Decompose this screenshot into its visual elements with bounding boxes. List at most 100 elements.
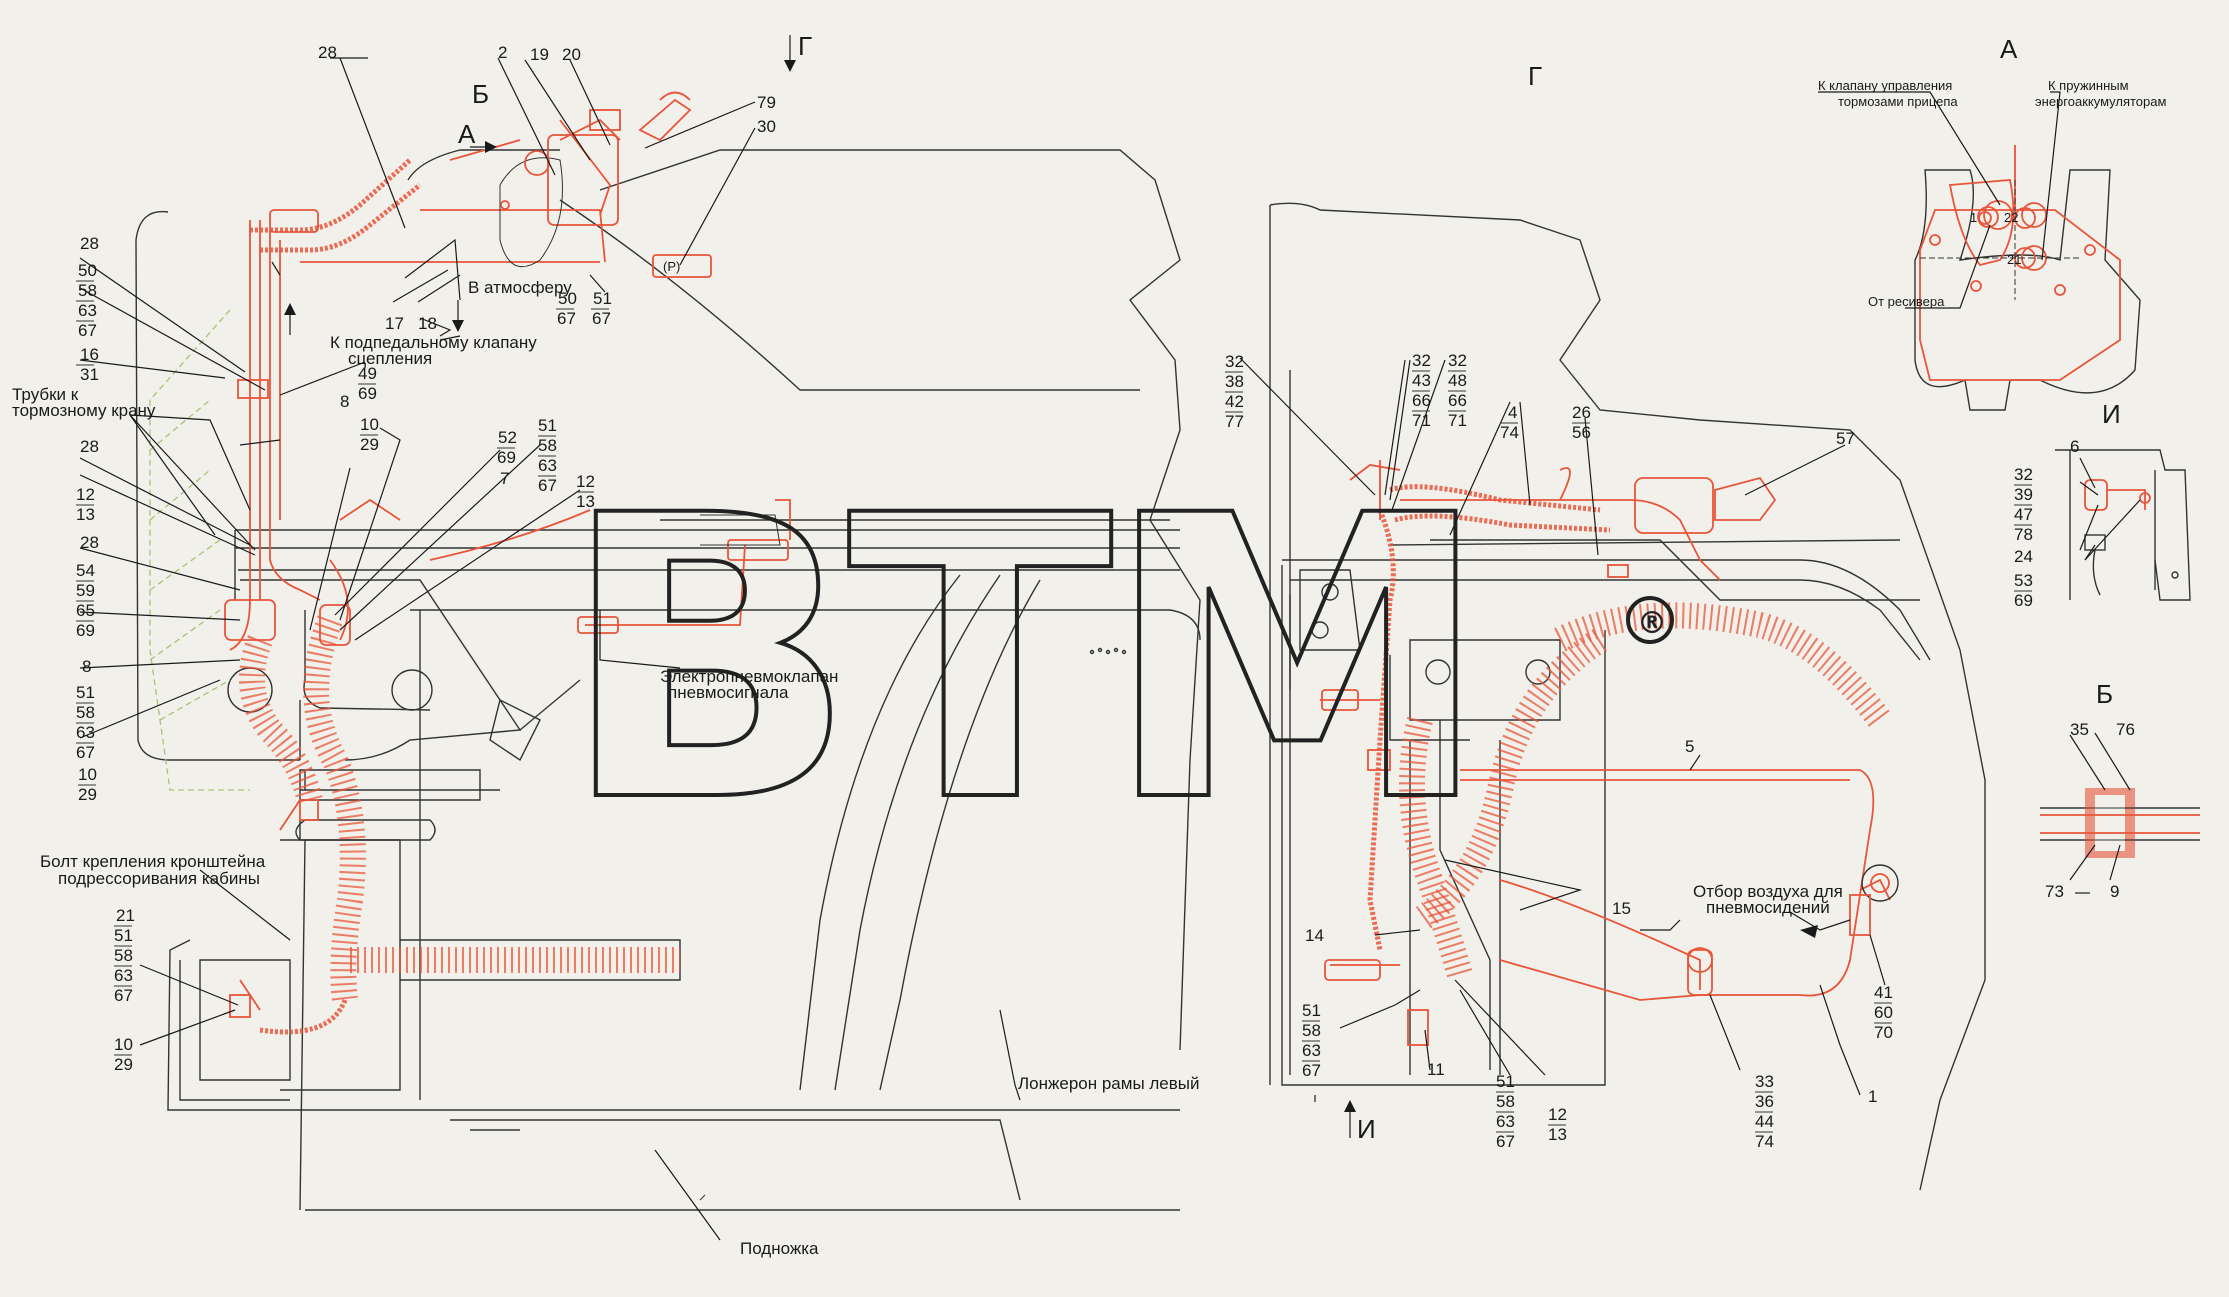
ref-number: 63 [1496, 1112, 1515, 1131]
ref-number: 63 [114, 966, 133, 985]
label-air-take-1: Отбор воздуха для [1693, 882, 1843, 901]
ref-number: 51 [76, 683, 95, 702]
leader-lines-small-views [1818, 91, 2141, 894]
ref-number: 58 [538, 436, 557, 455]
label-to-clutch-valve-2: сцепления [348, 349, 432, 368]
ref-number: 73 [2045, 882, 2064, 901]
ref-number: 63 [76, 723, 95, 742]
parking-symbol: (P) [663, 259, 680, 274]
ref-number: 58 [78, 281, 97, 300]
number-group-underlines [76, 280, 2032, 1133]
ref-number: 35 [2070, 720, 2089, 739]
ref-number: 13 [576, 492, 595, 511]
ref-number: 2 [498, 43, 507, 62]
left-components: (P) [224, 91, 791, 1018]
ref-number: 8 [82, 657, 91, 676]
ref-number: 60 [1874, 1003, 1893, 1022]
ref-number: 33 [1755, 1072, 1774, 1091]
ref-number: 58 [114, 946, 133, 965]
ref-number: 32 [1448, 351, 1467, 370]
ref-number: 4 [1508, 403, 1517, 422]
ref-number: 66 [1412, 391, 1431, 410]
label-from-receiver: От ресивера [1868, 294, 1945, 309]
reference-numbers-g: 32 38 42 77 32 43 66 71 32 48 66 71 4 74… [1225, 351, 1893, 1151]
ref-number: 69 [2014, 591, 2033, 610]
ref-number: 12 [576, 472, 595, 491]
label-air-take-2: пневмосидений [1706, 898, 1830, 917]
ref-number: 30 [757, 117, 776, 136]
label-spring-acc-2: энергоаккумуляторам [2035, 94, 2166, 109]
ref-number: 5 [1685, 737, 1694, 756]
ref-number: 7 [500, 469, 509, 488]
ref-number: 51 [538, 416, 557, 435]
view-arrows [284, 35, 1818, 1138]
ref-number: 19 [530, 45, 549, 64]
cab-structure [135, 149, 1201, 1211]
view-title-g: Г [1528, 61, 1542, 91]
ref-number: 18 [418, 314, 437, 333]
ref-number: 67 [76, 743, 95, 762]
ref-number: 32 [1412, 351, 1431, 370]
ref-number: 10 [78, 765, 97, 784]
leader-lines-g [1239, 357, 1886, 1102]
label-bolt-1: Болт крепления кронштейна [40, 852, 266, 871]
ref-number: 8 [340, 392, 349, 411]
ref-number: 69 [76, 621, 95, 640]
ref-number: 10 [114, 1035, 133, 1054]
ref-number: 29 [360, 435, 379, 454]
ref-number: 76 [2116, 720, 2135, 739]
pneumatic-lines-left [229, 119, 746, 1035]
ref-number: 67 [592, 309, 611, 328]
ref-number: 13 [76, 505, 95, 524]
ref-number: 29 [78, 785, 97, 804]
view-title-b: Б [2096, 679, 2113, 709]
ref-number: 63 [78, 301, 97, 320]
ref-number: 67 [1496, 1132, 1515, 1151]
ref-number: 20 [562, 45, 581, 64]
label-to-clutch-valve-1: К подпедальному клапану [330, 333, 537, 352]
ref-number: 6 [2070, 437, 2079, 456]
watermark-text: BTM [560, 433, 1481, 887]
ref-number: 43 [1412, 371, 1431, 390]
ref-number: 28 [80, 234, 99, 253]
label-electro-valve-1: Электропневмоклапан [660, 667, 838, 686]
view-b [2040, 788, 2200, 858]
label-frame-left: Лонжерон рамы левый [1018, 1074, 1200, 1093]
reference-numbers-left: 28 2 19 20 79 30 17 18 50 67 51 67 28 50… [76, 43, 776, 1074]
ref-number: 10 [360, 415, 379, 434]
ref-number: 15 [1612, 899, 1631, 918]
arrow-label-g: Г [798, 31, 812, 61]
label-electro-valve-2: пневмосигнала [668, 683, 789, 702]
ref-number: 74 [1755, 1132, 1774, 1151]
ref-number: 51 [593, 289, 612, 308]
ref-number: 14 [1305, 926, 1324, 945]
label-tubes-brake-2: тормозному крану [12, 401, 156, 420]
view-title-a: А [2000, 34, 2018, 64]
ref-number: 67 [557, 309, 576, 328]
reference-numbers-small-views: 6 32 39 47 78 24 53 69 35 76 73 9 [2014, 437, 2135, 901]
ref-number: 28 [80, 533, 99, 552]
ref-number: 16 [80, 345, 99, 364]
view-i [2055, 449, 2191, 601]
ref-number: 38 [1225, 372, 1244, 391]
ref-number: 47 [2014, 505, 2033, 524]
label-tubes-brake-1: Трубки к [12, 385, 79, 404]
ref-number: 58 [1496, 1092, 1515, 1111]
ref-number: 44 [1755, 1112, 1774, 1131]
label-to-atmosphere: В атмосферу [468, 278, 572, 297]
ref-number: 11 [1427, 1060, 1445, 1079]
ref-number: 71 [1448, 411, 1467, 430]
ref-number: 32 [2014, 465, 2033, 484]
ref-number: 77 [1225, 412, 1244, 431]
arrow-label-i: И [1357, 1114, 1376, 1144]
ref-number: 32 [1225, 352, 1244, 371]
ref-number: 12 [1548, 1105, 1567, 1124]
ref-number: 12 [76, 485, 95, 504]
view-title-i: И [2102, 399, 2121, 429]
label-step: Подножка [740, 1239, 819, 1258]
port-1: 1 [1970, 210, 1977, 225]
arrow-label-b: Б [472, 79, 489, 109]
ref-number: 58 [1302, 1021, 1321, 1040]
pneumatic-lines-g [1320, 460, 1899, 1046]
